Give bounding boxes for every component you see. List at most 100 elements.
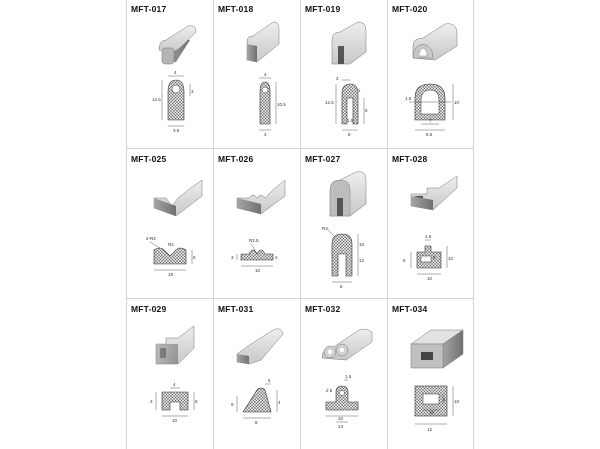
dimension-label: 10 bbox=[427, 276, 433, 281]
profile-drawing: 4 10.5 3 bbox=[246, 21, 286, 137]
profile-cross-section bbox=[236, 243, 274, 267]
dimension-label: 1.5 bbox=[345, 374, 352, 379]
profile-3d-view bbox=[155, 325, 195, 365]
profile-drawing: 9 5 4 8 bbox=[231, 328, 284, 425]
profile-cross-section bbox=[236, 383, 278, 419]
dimension-label: 10 bbox=[172, 418, 178, 423]
dimension-label: 3 bbox=[150, 399, 153, 404]
dimension-label: 6 bbox=[340, 284, 343, 289]
dimension-label: 10 bbox=[454, 100, 460, 105]
grid-line bbox=[473, 0, 474, 449]
product-code: MFT-018 bbox=[218, 4, 254, 14]
profile-cross-section bbox=[414, 385, 454, 425]
dimension-label: 3.5 bbox=[173, 128, 180, 133]
profile-cross-section bbox=[327, 229, 359, 283]
product-code: MFT-027 bbox=[305, 154, 341, 164]
dimension-label: 5 bbox=[268, 378, 271, 383]
product-code: MFT-031 bbox=[218, 304, 254, 314]
dimension-label: 12 bbox=[427, 427, 433, 432]
product-code: MFT-029 bbox=[131, 304, 167, 314]
product-card-mft-028: MFT-028 5 1.6 10 4 10 bbox=[387, 150, 474, 298]
profile-drawing: 1.5 2.5 10 13 bbox=[321, 328, 373, 429]
product-card-mft-026: MFT-026 R2.5 3 10 2 bbox=[213, 150, 300, 298]
grid-line bbox=[213, 0, 214, 449]
dimension-label: 2.5 bbox=[326, 388, 333, 393]
profile-drawing: 5 1.6 10 4 10 bbox=[403, 175, 458, 281]
product-card-mft-034: MFT-034 10 4 12 10 bbox=[387, 300, 474, 448]
product-code: MFT-020 bbox=[392, 4, 428, 14]
product-code: MFT-032 bbox=[305, 304, 341, 314]
profile-drawing: 4 12.5 3 3.5 bbox=[152, 25, 197, 133]
product-card-mft-020: MFT-020 1.5 7 8.5 10 bbox=[387, 0, 474, 148]
profile-cross-section bbox=[325, 379, 359, 423]
dimension-label: 10 bbox=[338, 416, 344, 421]
profile-cross-section bbox=[155, 387, 195, 417]
dimension-label: 3 bbox=[264, 132, 267, 137]
dimension-label: R3 bbox=[322, 226, 328, 231]
profile-3d-view bbox=[158, 25, 197, 65]
dimension-label: 12.5 bbox=[152, 97, 161, 102]
product-card-mft-017: MFT-017 4 12.5 3 3.5 bbox=[126, 0, 213, 148]
profile-drawing: 3 12.5 1 6 1.5 8 bbox=[325, 21, 368, 137]
dimension-label: 4 bbox=[433, 255, 436, 260]
product-code: MFT-017 bbox=[131, 4, 167, 14]
product-card-mft-018: MFT-018 4 10.5 3 bbox=[213, 0, 300, 148]
product-card-mft-019: MFT-019 3 12.5 1 6 1.5 8 bbox=[300, 0, 387, 148]
profile-3d-view bbox=[321, 328, 373, 361]
grid-line bbox=[387, 0, 388, 449]
dimension-label: 3 bbox=[336, 76, 339, 81]
dimension-label: 2-R2 bbox=[146, 236, 156, 241]
grid-line bbox=[126, 148, 474, 149]
profile-cross-section bbox=[335, 79, 365, 131]
grid-line bbox=[126, 0, 127, 449]
dimension-label: 10.5 bbox=[277, 102, 286, 107]
profile-drawing: 1.5 7 8.5 10 bbox=[405, 23, 460, 137]
product-card-mft-032: MFT-032 1.5 2.5 10 13 bbox=[300, 300, 387, 448]
dimension-label: 10 bbox=[448, 256, 454, 261]
profile-3d-view bbox=[331, 21, 367, 65]
dimension-label: 5 bbox=[403, 258, 406, 263]
product-code: MFT-028 bbox=[392, 154, 428, 164]
dimension-label: 8 bbox=[255, 420, 258, 425]
dimension-label: 4 bbox=[278, 400, 281, 405]
grid-line bbox=[126, 298, 474, 299]
profile-cross-section bbox=[409, 83, 454, 131]
dimension-label: 3 bbox=[231, 255, 234, 260]
dimension-label: 1.5 bbox=[347, 118, 354, 123]
product-code: MFT-026 bbox=[218, 154, 254, 164]
product-code: MFT-025 bbox=[131, 154, 167, 164]
dimension-label: 4 bbox=[264, 72, 267, 77]
dimension-label: 10 bbox=[454, 399, 460, 404]
product-card-mft-029: MFT-029 3 4 10 5 bbox=[126, 300, 213, 448]
profile-3d-view bbox=[236, 179, 286, 215]
profile-3d-view bbox=[236, 328, 284, 365]
profile-drawing: 10 4 12 10 bbox=[410, 329, 464, 432]
profile-drawing: 2-R2 R2 5 19 bbox=[146, 179, 203, 277]
profile-drawing: R2.5 3 10 2 bbox=[231, 179, 286, 273]
dimension-label: 5 bbox=[193, 255, 196, 260]
dimension-label: 9 bbox=[231, 402, 234, 407]
dimension-label: 1 bbox=[358, 88, 361, 93]
profile-3d-view bbox=[153, 179, 203, 217]
dimension-label: 1.5 bbox=[405, 96, 412, 101]
dimension-label: 10 bbox=[359, 242, 365, 247]
dimension-label: 12 bbox=[359, 258, 365, 263]
product-card-mft-027: MFT-027 R3 10 12 6 bbox=[300, 150, 387, 298]
product-card-mft-025: MFT-025 2-R2 R2 5 19 bbox=[126, 150, 213, 298]
profile-3d-view bbox=[412, 23, 458, 61]
profile-cross-section bbox=[149, 241, 193, 271]
profile-3d-view bbox=[329, 171, 367, 217]
profile-3d-view bbox=[410, 329, 464, 369]
dimension-label: 6 bbox=[365, 108, 368, 113]
profile-cross-section bbox=[410, 239, 448, 275]
dimension-label: 19 bbox=[168, 272, 174, 277]
dimension-label: 1.6 bbox=[425, 234, 432, 239]
dimension-label: 12.5 bbox=[325, 100, 334, 105]
product-catalog-sheet: MFT-017 4 12.5 3 3.5 MFT-018 bbox=[126, 0, 474, 449]
profile-drawing: R3 10 12 6 bbox=[322, 171, 367, 289]
dimension-label: 8.5 bbox=[426, 132, 433, 137]
profile-3d-view bbox=[410, 175, 458, 211]
dimension-label: 13 bbox=[338, 424, 344, 429]
product-card-mft-031: MFT-031 9 5 4 8 bbox=[213, 300, 300, 448]
dimension-label: R2 bbox=[168, 242, 174, 247]
